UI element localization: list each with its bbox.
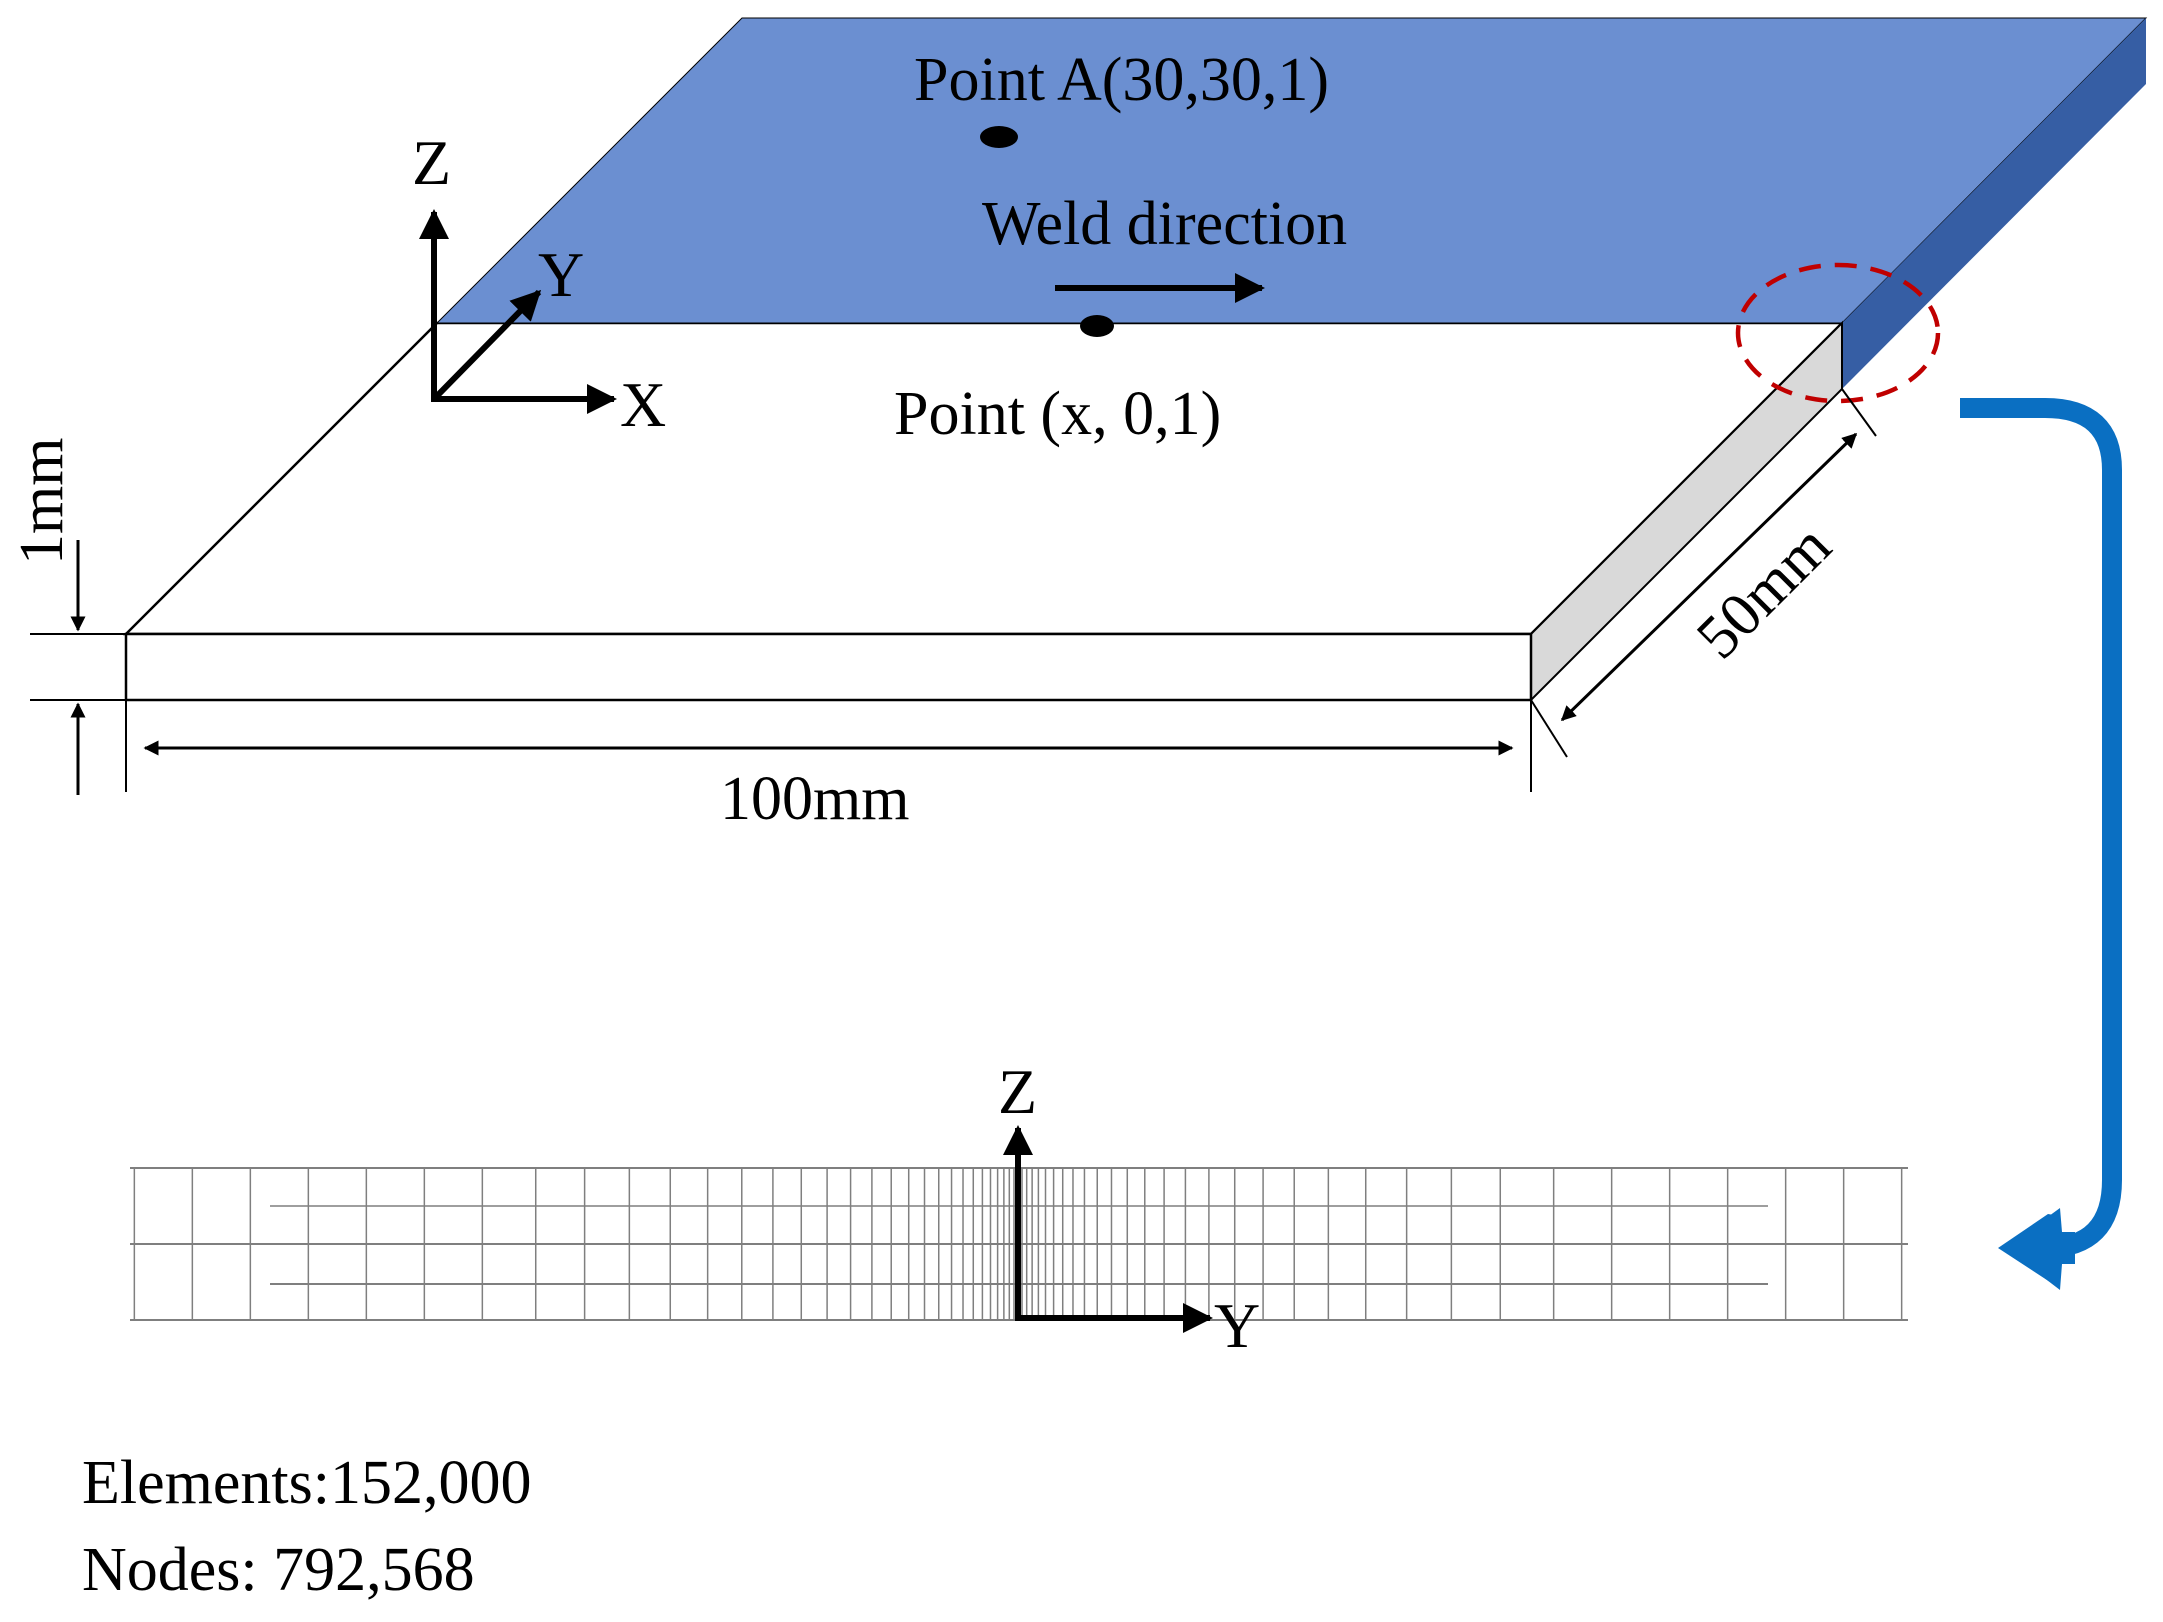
mesh-axis-y-label: Y (1214, 1290, 1260, 1361)
elements-label: Elements:152,000 (82, 1449, 531, 1517)
callout-circle (1735, 262, 1941, 404)
point-a-label: Point A(30,30,1) (914, 46, 1329, 114)
length-label: 100mm (720, 765, 909, 833)
plate-front-face (124, 632, 1533, 702)
axis-y-label: Y (538, 239, 584, 310)
point-x-marker (1080, 315, 1114, 337)
nodes-label: Nodes: 792,568 (82, 1536, 475, 1604)
y-axis-arrow (431, 289, 542, 402)
detail-flow-arrow (1960, 398, 2122, 1258)
width-ext-line-near (1530, 699, 1568, 758)
detail-flow-arrowhead-head (2005, 1208, 2075, 1290)
weld-direction-label: Weld direction (982, 190, 1347, 258)
axis-z-label: Z (412, 127, 451, 198)
axis-x-label: X (620, 369, 666, 440)
point-x-label: Point (x, 0,1) (894, 380, 1221, 448)
thickness-label: 1mm (8, 438, 76, 565)
width-ext-line-far (1841, 388, 1877, 437)
mesh-axis-z-label: Z (998, 1056, 1037, 1127)
width-dim-arrow (1560, 432, 1858, 722)
width-label: 50mm (1684, 512, 1844, 672)
plate-side-blue-face (1842, 18, 2146, 389)
point-a-marker (980, 126, 1018, 148)
